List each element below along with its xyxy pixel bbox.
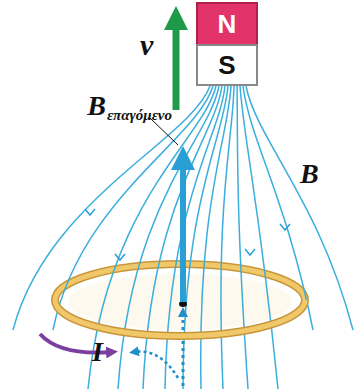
- field-line: [237, 86, 248, 389]
- velocity-head: [164, 6, 188, 30]
- induced-field-arrow: [180, 168, 186, 302]
- induced-field-symbol: B: [87, 92, 106, 120]
- field-symbol: B: [300, 160, 319, 188]
- field-line: [243, 86, 313, 330]
- field-arrowhead: [115, 254, 125, 260]
- field-line: [240, 86, 278, 389]
- velocity-label: v: [140, 30, 153, 60]
- field-line: [53, 86, 213, 330]
- field-line: [221, 86, 234, 389]
- magnet-south: S: [196, 44, 258, 86]
- field-line: [88, 86, 216, 389]
- velocity-arrow: [173, 28, 180, 110]
- field-line: [118, 86, 219, 389]
- field-line: [143, 86, 222, 389]
- pole-letter: N: [218, 11, 237, 37]
- field-line: [165, 86, 225, 389]
- field-arrowhead: [85, 209, 95, 215]
- current-label: I: [92, 338, 103, 366]
- field-lines: [13, 86, 353, 389]
- field-arrowhead: [245, 249, 255, 255]
- induced-field-head: [171, 146, 195, 170]
- induced-subscript: επαγόμενο: [107, 108, 172, 123]
- ring-front: [55, 300, 305, 336]
- field-arrowhead: [280, 224, 290, 230]
- ring-front-fill: [55, 300, 305, 336]
- magnet-north: N: [196, 2, 258, 46]
- pole-letter: S: [218, 52, 235, 78]
- axis-dotted: [182, 312, 185, 386]
- curl-arrow: [134, 352, 178, 378]
- field-line: [201, 86, 231, 389]
- field-line: [246, 86, 353, 330]
